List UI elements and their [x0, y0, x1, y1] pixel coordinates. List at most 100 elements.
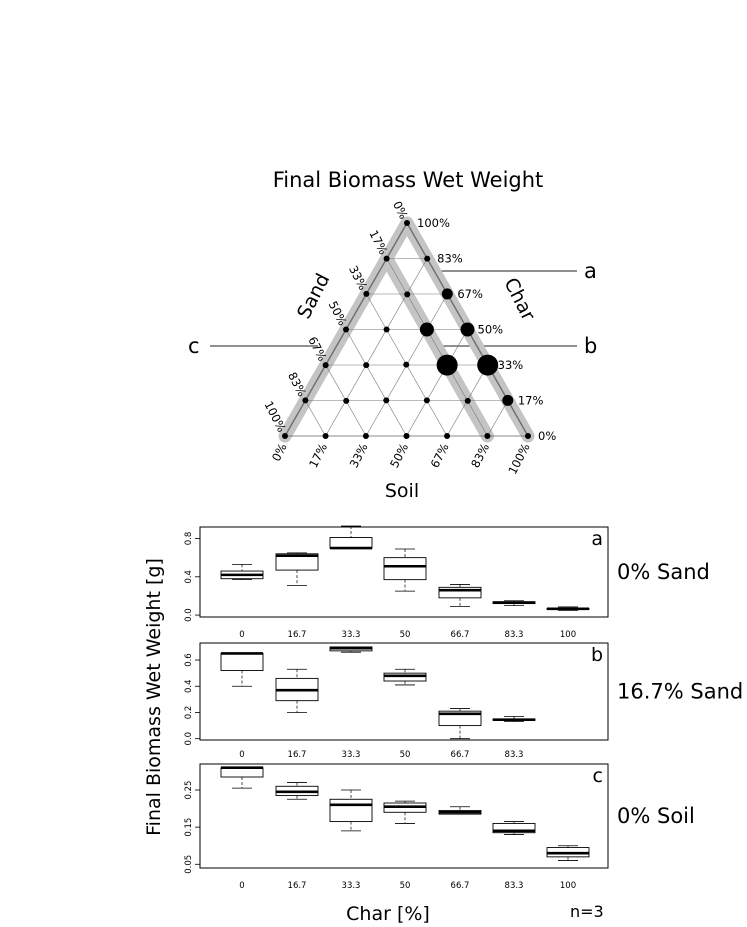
- box-16.7: [275, 782, 319, 800]
- iqr-box: [220, 653, 264, 671]
- y-tick-label: 0.0: [184, 732, 194, 746]
- box-83.3: [492, 716, 536, 723]
- tick-label-soil: 50%: [387, 441, 411, 470]
- iqr-box: [383, 557, 427, 581]
- box-66.7: [438, 806, 482, 815]
- x-tick-label: 0: [239, 630, 244, 640]
- ternary-point: [302, 397, 309, 404]
- ternary-point: [383, 326, 390, 333]
- panel-letter: a: [591, 528, 603, 550]
- x-tick-label: 16.7: [288, 881, 307, 891]
- iqr-box: [329, 798, 373, 823]
- y-tick-label: 0.2: [184, 706, 194, 720]
- ternary-point: [322, 362, 329, 369]
- ternary-diagram: 100%0%0%83%17%17%67%33%33%50%50%50%33%67…: [261, 199, 556, 477]
- tick-label-char: 33%: [498, 358, 524, 372]
- ternary-point: [404, 220, 410, 226]
- box-16.7: [275, 668, 319, 713]
- ternary-point: [424, 255, 431, 262]
- grid-line: [325, 258, 428, 437]
- grid-line: [386, 258, 488, 437]
- grid-line: [406, 329, 468, 437]
- y-tick-label: 0.8: [184, 532, 194, 546]
- y-tick-label: 0.4: [184, 570, 194, 584]
- iqr-box: [275, 553, 319, 571]
- box-66.7: [438, 584, 482, 607]
- panel-label: 0% Soil: [617, 804, 695, 828]
- grid-line: [305, 400, 326, 437]
- iqr-box: [492, 822, 536, 834]
- ternary-point: [464, 397, 471, 404]
- y-tick-label: 0.4: [184, 679, 194, 693]
- ternary-point: [362, 433, 369, 439]
- ternary-point: [343, 397, 350, 404]
- ternary-point: [460, 322, 475, 337]
- x-tick-label: 0: [239, 881, 244, 891]
- panel-frame: [199, 526, 609, 618]
- ternary-point: [343, 326, 349, 333]
- line-label-b: b: [584, 334, 597, 358]
- tick-label-char: 50%: [478, 323, 504, 337]
- ternary-point: [484, 433, 491, 439]
- ternary-point: [363, 290, 370, 297]
- tick-label-char: 83%: [437, 252, 463, 266]
- box-0: [220, 652, 264, 687]
- ternary-point: [404, 291, 411, 298]
- grid-line: [345, 329, 407, 437]
- x-tick-label: 50: [400, 750, 411, 760]
- y-tick-label: 0.6: [184, 653, 194, 667]
- ternary-point: [441, 288, 453, 300]
- line-label-c: c: [188, 334, 200, 358]
- tick-label-soil: 83%: [468, 441, 492, 470]
- ternary-point: [363, 362, 370, 369]
- ternary-point: [403, 361, 410, 368]
- x-tick-label: 83.3: [505, 881, 524, 891]
- tick-label-char: 0%: [538, 429, 556, 443]
- ternary-point: [525, 433, 531, 439]
- y-axis-label: Final Biomass Wet Weight [g]: [143, 558, 165, 836]
- ternary-point: [322, 433, 329, 439]
- tick-label-soil: 33%: [347, 441, 371, 470]
- panel-letter: c: [593, 765, 603, 787]
- box-0: [220, 563, 264, 581]
- x-tick-label: 33.3: [342, 630, 361, 640]
- x-tick-label: 66.7: [451, 750, 470, 760]
- x-tick-label: 66.7: [451, 630, 470, 640]
- panel-label: 16.7% Sand: [617, 680, 743, 704]
- iqr-box: [220, 767, 264, 778]
- tick-label-char: 17%: [518, 394, 544, 408]
- iqr-box: [383, 672, 427, 682]
- ternary-axis-label-sand: Sand: [293, 270, 334, 323]
- x-tick-label: 33.3: [342, 881, 361, 891]
- ternary-point: [423, 397, 430, 404]
- grid-line: [487, 400, 509, 437]
- y-tick-label: 0.15: [184, 818, 194, 837]
- box-33.3: [329, 646, 373, 653]
- box-66.7: [438, 708, 482, 740]
- box-50: [383, 548, 427, 592]
- x-tick-label: 100: [560, 881, 576, 891]
- x-tick-label: 16.7: [288, 750, 307, 760]
- ternary-point: [383, 255, 390, 262]
- x-tick-label: 0: [239, 750, 244, 760]
- sample-size-label: n=3: [570, 902, 604, 921]
- ternary-axis-label-soil: Soil: [385, 480, 419, 502]
- panel-frame: [199, 642, 609, 741]
- tick-label-sand: 100%: [261, 399, 288, 435]
- panel-letter: b: [591, 644, 603, 666]
- x-tick-label: 33.3: [342, 750, 361, 760]
- x-tick-label: 16.7: [288, 630, 307, 640]
- box-33.3: [329, 525, 373, 550]
- box-50: [383, 800, 427, 824]
- box-100: [546, 606, 590, 611]
- x-tick-label: 100: [560, 630, 576, 640]
- box-100: [546, 845, 590, 861]
- tick-label-soil: 17%: [306, 441, 330, 470]
- tick-label-soil: 67%: [428, 441, 452, 470]
- y-tick-label: 0.25: [184, 781, 194, 800]
- y-tick-label: 0.0: [184, 608, 194, 622]
- ternary-axis-label-char: Char: [499, 274, 539, 324]
